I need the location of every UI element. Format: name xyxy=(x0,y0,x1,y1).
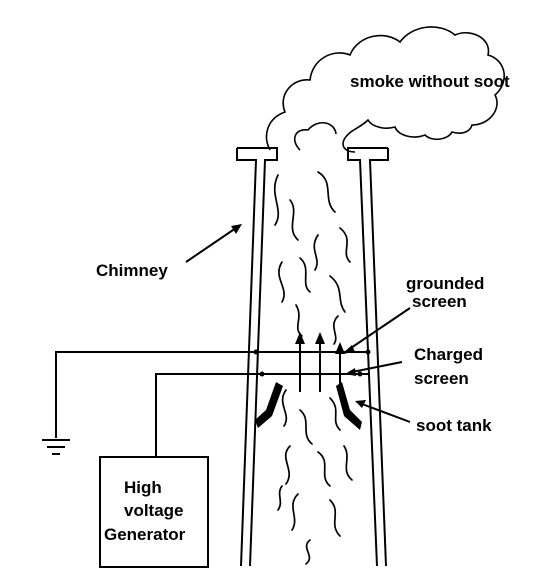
chimney-pointer xyxy=(185,224,242,263)
charged-screen-label-line1: Charged xyxy=(414,345,483,364)
chimney-label: Chimney xyxy=(96,261,168,280)
soot-tank-left xyxy=(255,382,283,428)
smoke-cloud xyxy=(265,26,505,153)
soot-tank-label: soot tank xyxy=(416,416,492,435)
grounded-screen-label-line2: screen xyxy=(412,292,467,311)
smoke-label: smoke without soot xyxy=(350,72,510,91)
high-voltage-generator-box xyxy=(99,456,209,568)
soot-tank-right xyxy=(336,382,362,430)
generator-label-line1: High xyxy=(124,478,162,497)
ground-symbol xyxy=(42,439,70,455)
generator-label-line2: voltage xyxy=(124,501,184,520)
ground-wire xyxy=(55,351,256,438)
updraft-arrows xyxy=(295,332,345,392)
charged-screen-label-line2: screen xyxy=(414,369,469,388)
charged-screen-pointer xyxy=(345,361,403,376)
generator-wire xyxy=(155,373,252,457)
smoke-curls xyxy=(273,171,353,565)
smoke-wisp xyxy=(293,122,337,151)
grounded-screen-label-line1: grounded xyxy=(406,274,484,293)
chimney xyxy=(236,147,389,567)
grounded-screen-pointer xyxy=(342,307,411,354)
generator-label-line3: Generator xyxy=(104,525,186,544)
soot-tank-pointer xyxy=(355,400,411,423)
